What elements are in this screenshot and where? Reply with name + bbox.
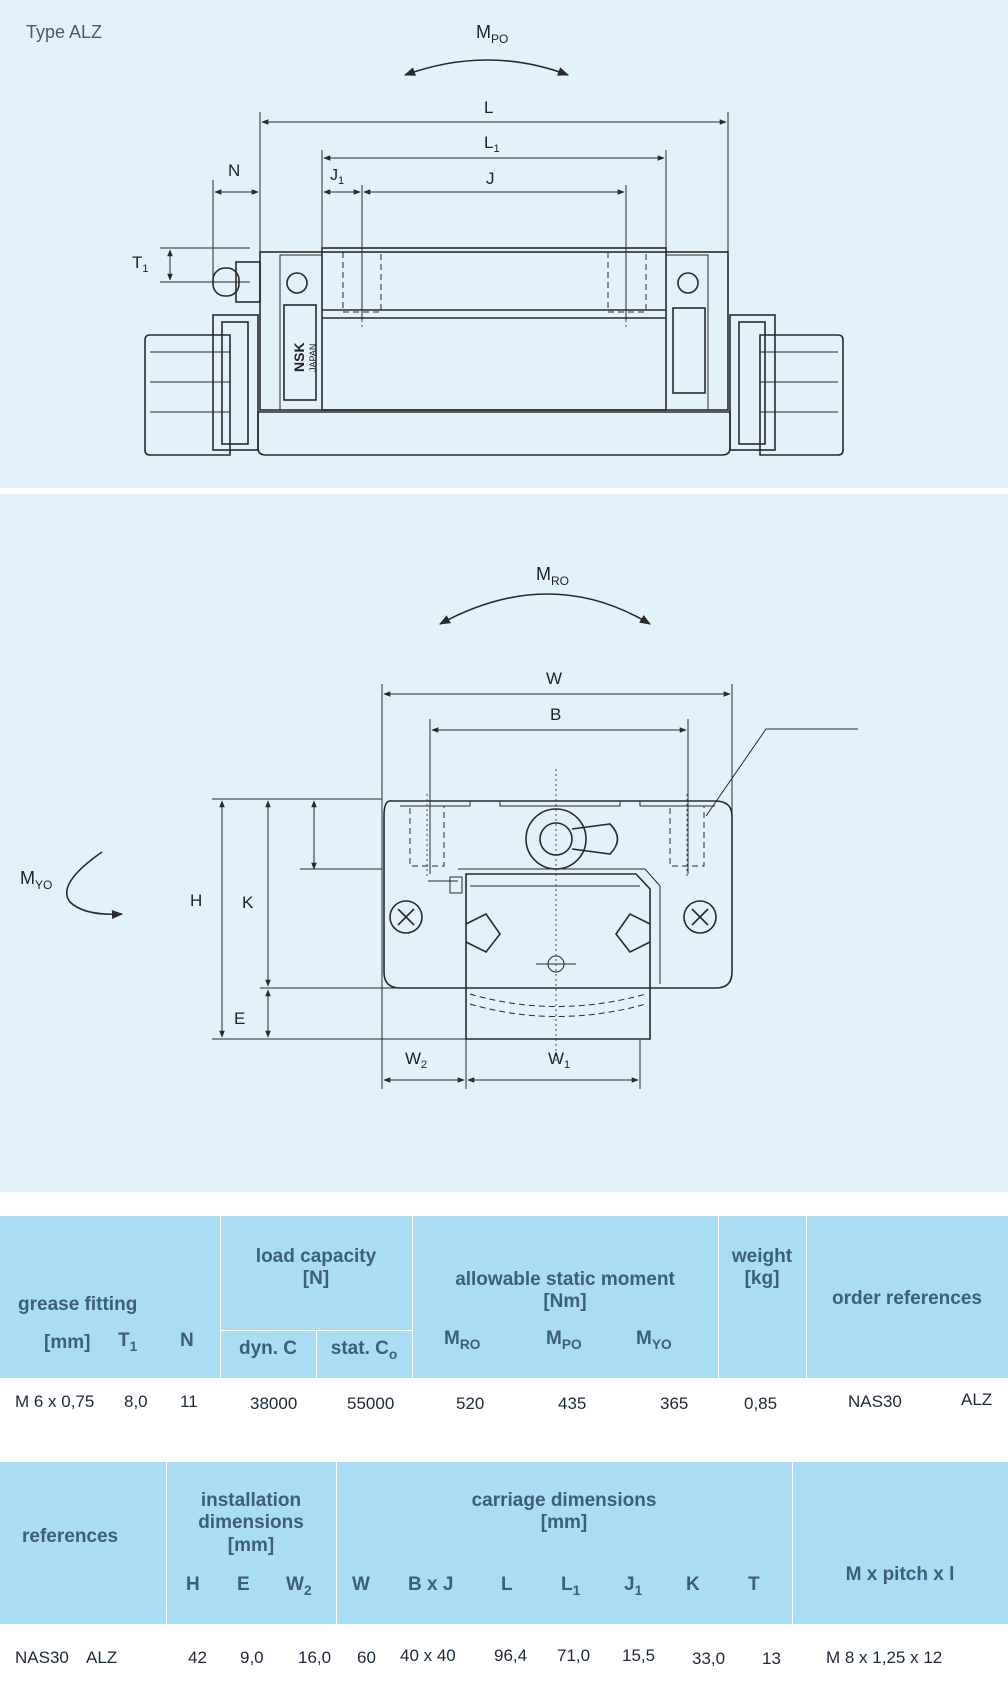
- header-mpo: MPO: [546, 1328, 582, 1352]
- side-view-drawing-panel: Type ALZ MPO L L1 N J1 J: [0, 0, 1008, 488]
- brand-label: NSK: [291, 342, 307, 372]
- cell-ref: NAS30: [15, 1648, 69, 1667]
- dim-T1-label: T1: [132, 253, 149, 275]
- header-w2: W2: [286, 1574, 312, 1598]
- table2-header: references installation dimensions [mm] …: [0, 1462, 1008, 1624]
- header-load-capacity: load capacity: [255, 1246, 377, 1267]
- dim-B-label: B: [550, 705, 561, 724]
- header-t1: T1: [118, 1330, 138, 1354]
- cell-weight: 0,85: [744, 1394, 778, 1413]
- right-rail: [759, 334, 844, 456]
- header-j1: J1: [624, 1574, 643, 1598]
- cell-k: 33,0: [692, 1649, 726, 1668]
- cell-stat-c: 55000: [347, 1394, 395, 1413]
- cell-mpo: 435: [558, 1394, 587, 1413]
- type-title: Type ALZ: [26, 22, 103, 42]
- dim-E-label: E: [234, 1009, 245, 1028]
- cell-e: 9,0: [240, 1648, 264, 1667]
- front-view-drawing: MRO MYO W B H K E: [20, 564, 858, 1089]
- header-dimensions: dimensions: [198, 1512, 304, 1533]
- cell-dyn-c: 38000: [250, 1394, 298, 1413]
- cell-mro: 520: [456, 1394, 485, 1413]
- moment-arc-po: [403, 59, 570, 76]
- dim-L-label: L: [484, 98, 493, 117]
- cell-t1: 8,0: [124, 1392, 148, 1411]
- cell-w2: 16,0: [298, 1648, 332, 1667]
- dim-N-label: N: [228, 161, 240, 180]
- header-l1: L1: [561, 1574, 581, 1598]
- cell-h: 42: [188, 1648, 207, 1667]
- dim-W2-label: W2: [405, 1049, 427, 1071]
- carriage-front: [383, 800, 733, 989]
- header-t: T: [748, 1574, 760, 1595]
- front-view-drawing-panel: MRO MYO W B H K E: [0, 494, 1008, 1192]
- dimensions-table: references installation dimensions [mm] …: [0, 1462, 1008, 1689]
- header-installation: installation: [200, 1490, 302, 1511]
- header-references: references: [22, 1526, 119, 1547]
- dim-L1-label: L1: [484, 133, 500, 155]
- cell-grease: M 6 x 0,75: [15, 1392, 95, 1411]
- moment-arc-yo: [65, 851, 124, 920]
- cell-l: 96,4: [494, 1646, 528, 1665]
- header-order-references: order references: [832, 1288, 982, 1309]
- dim-K-label: K: [242, 893, 254, 912]
- header-load-unit: [N]: [302, 1268, 330, 1289]
- dim-W1-label: W1: [548, 1049, 570, 1071]
- header-m-pitch: M x pitch x l: [845, 1564, 955, 1585]
- header-weight: weight: [731, 1246, 793, 1267]
- header-static-moment: allowable static moment: [455, 1269, 675, 1290]
- moment-ro-label: MRO: [536, 564, 569, 588]
- header-myo: MYO: [636, 1328, 672, 1352]
- header-carriage-dimensions: carriage dimensions: [471, 1490, 657, 1511]
- header-n: N: [180, 1330, 194, 1351]
- leader-line: [705, 728, 858, 817]
- grease-nipple: [212, 267, 240, 297]
- cell-bxj: 40 x 40: [400, 1646, 456, 1665]
- load-capacity-table: grease fitting [mm] T1 N load capacity […: [0, 1216, 1008, 1413]
- header-w: W: [352, 1574, 370, 1595]
- header-carriage-unit: [mm]: [540, 1512, 588, 1533]
- header-l: L: [501, 1574, 513, 1595]
- dim-J-label: J: [486, 169, 495, 188]
- header-dyn-c: dyn. C: [238, 1338, 298, 1359]
- dim-H-label: H: [190, 891, 202, 910]
- cell-ref-type: ALZ: [86, 1648, 118, 1667]
- cell-n: 11: [180, 1392, 198, 1411]
- header-bxj: B x J: [408, 1574, 454, 1595]
- brand-sub-label: JAPAN: [308, 344, 318, 372]
- left-rail: [144, 334, 231, 456]
- header-k: K: [686, 1574, 700, 1595]
- cell-t: 13: [762, 1649, 781, 1668]
- moment-yo-label: MYO: [20, 868, 52, 892]
- cell-j1: 15,5: [622, 1646, 656, 1665]
- header-h: H: [186, 1574, 200, 1595]
- header-weight-unit: [kg]: [744, 1268, 780, 1289]
- moment-po-label: MPO: [476, 22, 508, 46]
- table1-header: grease fitting [mm] T1 N load capacity […: [0, 1216, 1008, 1378]
- header-moment-unit: [Nm]: [543, 1291, 587, 1312]
- header-mro: MRO: [444, 1328, 481, 1352]
- cell-order-ref: NAS30: [848, 1392, 902, 1411]
- rail-front: [465, 873, 651, 1040]
- cell-l1: 71,0: [557, 1646, 591, 1665]
- cell-myo: 365: [660, 1394, 689, 1413]
- header-e: E: [237, 1574, 250, 1595]
- header-mm: [mm]: [44, 1332, 91, 1353]
- nsk-plate: [283, 304, 317, 401]
- header-grease-fitting: grease fitting: [18, 1294, 138, 1315]
- dim-W-label: W: [546, 669, 562, 688]
- header-stat-c: stat. Co: [330, 1338, 398, 1362]
- side-view-drawing: MPO L L1 N J1 J T1: [132, 22, 844, 456]
- cell-m-pitch: M 8 x 1,25 x 12: [826, 1648, 943, 1667]
- carriage-body: [259, 251, 729, 411]
- moment-arc-ro: [439, 593, 651, 625]
- dim-J1-label: J1: [330, 167, 344, 187]
- cell-w: 60: [357, 1648, 376, 1667]
- cell-order-type: ALZ: [961, 1390, 993, 1409]
- header-install-unit: [mm]: [227, 1535, 275, 1556]
